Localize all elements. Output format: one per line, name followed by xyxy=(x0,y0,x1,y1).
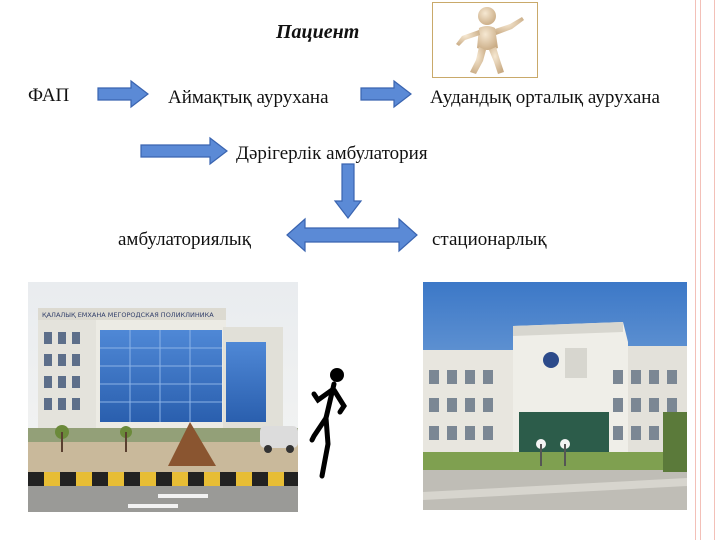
building-sign: ҚАЛАЛЫҚ ЕМХАНА МЕГОРОДСКАЯ ПОЛИКЛИНИКА xyxy=(42,311,214,319)
node-fap: ФАП xyxy=(28,85,70,106)
polyclinic-photo: ҚАЛАЛЫҚ ЕМХАНА МЕГОРОДСКАЯ ПОЛИКЛИНИКА xyxy=(28,282,298,512)
hospital-photo xyxy=(423,282,687,510)
border-line xyxy=(695,0,696,540)
node-regional-hospital: Аймақтық аурухана xyxy=(168,87,329,108)
node-ambulatory-clinic: Дәрігерлік амбулатория xyxy=(236,143,428,164)
slide-border xyxy=(693,0,720,540)
arrow-down xyxy=(333,163,363,219)
walking-man-icon xyxy=(309,368,347,479)
node-inpatient: стационарлық xyxy=(432,229,547,250)
border-line xyxy=(714,0,715,540)
border-line xyxy=(700,0,701,540)
diagram-title: Пациент xyxy=(276,21,360,43)
node-district-hospital: Аудандық орталық аурухана xyxy=(430,87,660,108)
patient-figure-icon xyxy=(432,2,538,78)
arrow-fap-to-regional xyxy=(97,79,149,109)
double-arrow xyxy=(286,217,418,253)
arrow-to-ambulatory-clinic xyxy=(140,136,228,166)
node-outpatient: амбулаториялық xyxy=(118,229,251,250)
arrow-regional-to-district xyxy=(360,79,412,109)
